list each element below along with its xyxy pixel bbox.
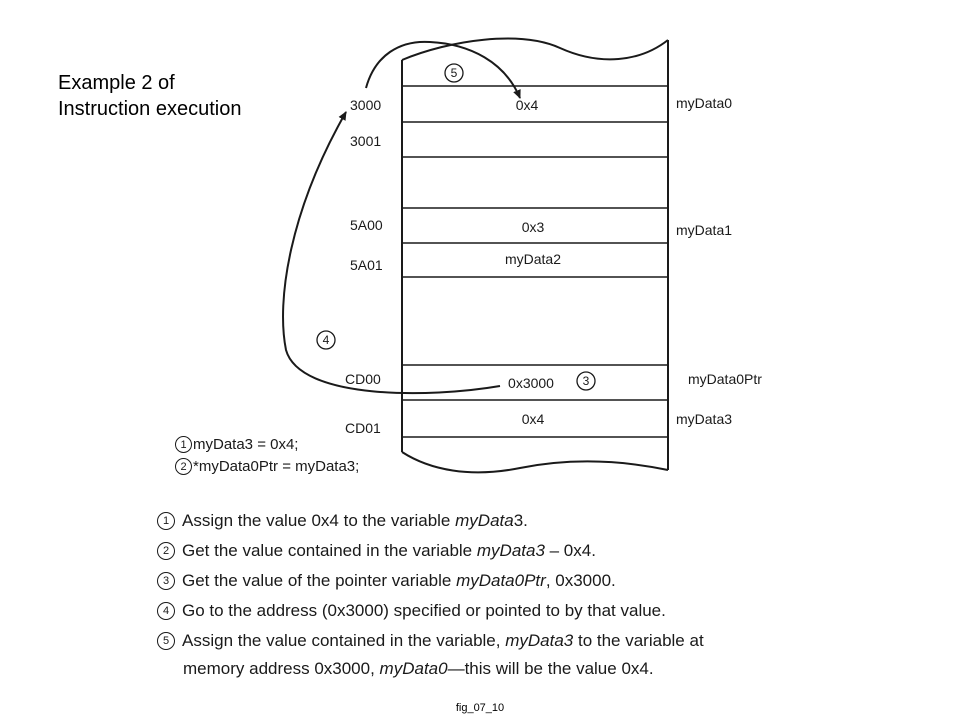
step-4-number: 4 (157, 602, 175, 620)
step-item: 3 Get the value of the pointer variable … (157, 568, 704, 598)
step-item: 4 Go to the address (0x3000) specified o… (157, 598, 704, 628)
step-3-number: 3 (157, 572, 175, 590)
code-line-2: 2 *myData0Ptr = myData3; (175, 458, 359, 475)
variable-myData3: myData3 (676, 411, 732, 427)
marker-3-circle (576, 371, 596, 391)
title-line-2: Instruction execution (58, 98, 242, 120)
diagram-title: Example 2 of Instruction execution (58, 70, 241, 122)
step-5-number: 5 (157, 632, 175, 650)
italic-text-segment: myData0 (379, 659, 448, 678)
italic-text-segment: myData (455, 511, 514, 530)
arrow-pointer-to-3000 (282, 111, 501, 395)
text-segment: Assign the value 0x4 to the variable (182, 511, 456, 530)
memory-block-top-edge (401, 37, 669, 61)
address-5A00: 5A00 (350, 217, 383, 233)
step-3-text: Get the value of the pointer variable my… (182, 568, 616, 594)
text-segment: Get the value of the pointer variable (182, 571, 457, 590)
step-5-continuation: memory address 0x3000, myData0—this will… (183, 659, 654, 679)
figure-caption: fig_07_10 (455, 702, 505, 714)
memory-block-bottom-edge (401, 451, 669, 474)
text-segment: —this will be the value 0x4. (447, 659, 654, 678)
memory-cell-dividers (402, 85, 668, 438)
code-line-1-number: 1 (175, 436, 192, 453)
variable-myData0: myData0 (676, 95, 732, 111)
address-3001: 3001 (350, 133, 381, 149)
text-segment: to the variable at (573, 631, 704, 650)
step-2-text: Get the value contained in the variable … (182, 538, 596, 564)
text-segment: , 0x3000. (545, 571, 616, 590)
cell-5A01-value: myData2 (505, 251, 561, 267)
marker-5-label: 5 (451, 66, 458, 80)
step-2-number: 2 (157, 542, 175, 560)
text-segment: memory address 0x3000, (183, 659, 380, 678)
code-line-1-text: myData3 = 0x4; (193, 436, 299, 453)
marker-4-label: 4 (323, 333, 330, 347)
address-CD00: CD00 (345, 371, 381, 387)
marker-4-circle (316, 330, 336, 350)
code-line-2-text: *myData0Ptr = myData3; (193, 458, 360, 475)
cell-5A00-value: 0x3 (522, 219, 545, 235)
title-line-1: Example 2 of (58, 72, 175, 94)
cell-CD00-value: 0x3000 (508, 375, 554, 391)
variable-myData1: myData1 (676, 222, 732, 238)
step-item: 2 Get the value contained in the variabl… (157, 538, 704, 568)
code-line-2-number: 2 (175, 458, 192, 475)
arrow-store-to-myData0 (365, 40, 521, 99)
text-segment: 3. (513, 511, 528, 530)
step-1-text: Assign the value 0x4 to the variable myD… (182, 508, 528, 534)
text-segment: – 0x4. (544, 541, 596, 560)
step-1-number: 1 (157, 512, 175, 530)
text-segment: Go to the address (0x3000) specified or … (182, 601, 666, 620)
step-list: 1 Assign the value 0x4 to the variable m… (157, 508, 704, 658)
code-line-1: 1 myData3 = 0x4; (175, 436, 298, 453)
step-item: 1 Assign the value 0x4 to the variable m… (157, 508, 704, 538)
step-4-text: Go to the address (0x3000) specified or … (182, 598, 666, 624)
cell-CD01-value: 0x4 (522, 411, 545, 427)
marker-5-circle (444, 63, 464, 83)
italic-text-segment: myData0Ptr (456, 571, 546, 590)
variable-myData0Ptr: myData0Ptr (688, 371, 762, 387)
address-3000: 3000 (350, 97, 381, 113)
cell-3000-value: 0x4 (516, 97, 539, 113)
address-5A01: 5A01 (350, 257, 383, 273)
address-CD01: CD01 (345, 420, 381, 436)
step-item: 5 Assign the value contained in the vari… (157, 628, 704, 658)
italic-text-segment: myData3 (476, 541, 545, 560)
italic-text-segment: myData3 (505, 631, 574, 650)
text-segment: Get the value contained in the variable (182, 541, 477, 560)
marker-3-label: 3 (583, 374, 590, 388)
step-5-text: Assign the value contained in the variab… (182, 628, 704, 654)
text-segment: Assign the value contained in the variab… (182, 631, 506, 650)
